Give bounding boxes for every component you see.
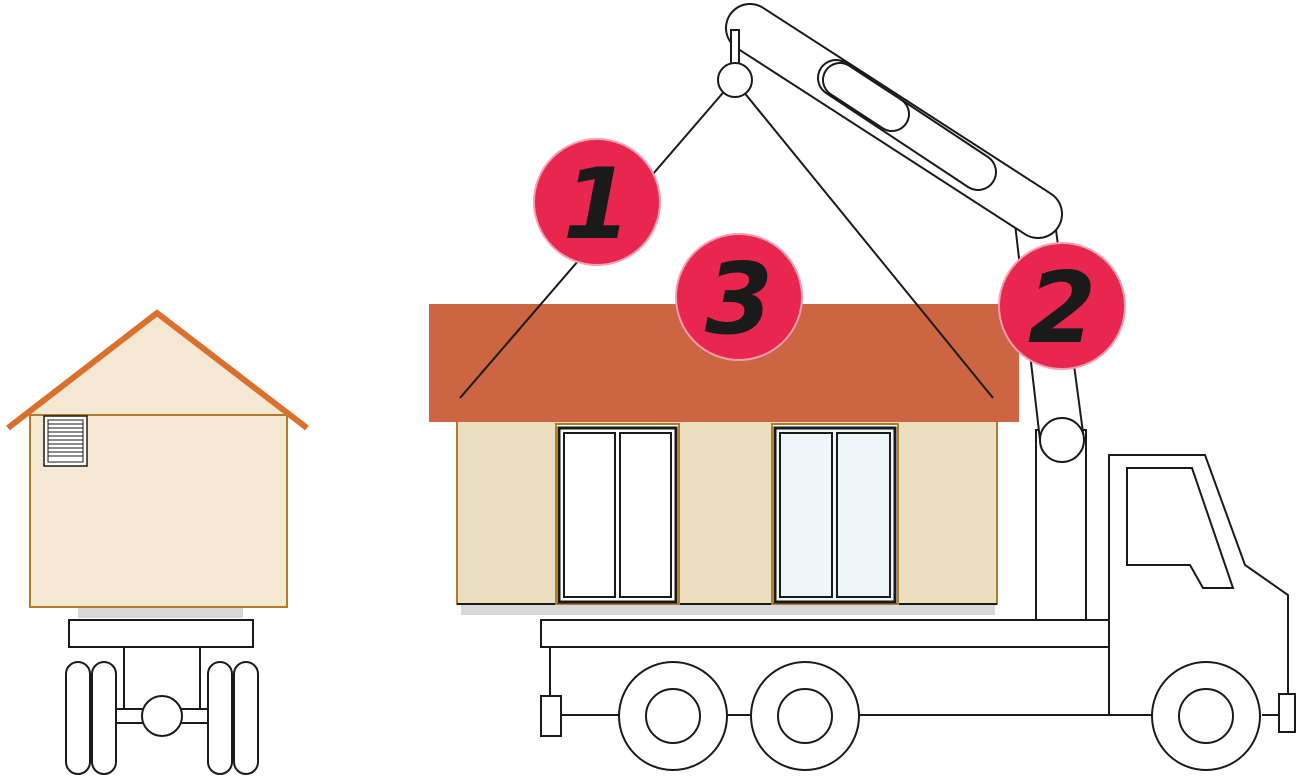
module-wall — [456, 419, 998, 605]
sliding-door-right — [771, 423, 899, 605]
tire — [207, 661, 233, 775]
truck-deck — [540, 619, 1110, 648]
modular-house — [429, 304, 1019, 615]
sliding-door-left — [555, 423, 680, 605]
badge-3-label: 3 — [705, 243, 773, 357]
trailer-hub — [141, 695, 183, 737]
badge-2: 2 — [998, 242, 1126, 370]
vent-icon — [43, 415, 88, 467]
small-house-on-trailer-icon — [6, 309, 309, 775]
trailer-bed — [68, 619, 254, 648]
crane-hook-icon — [717, 62, 753, 98]
crane-truck-icon — [540, 3, 1296, 771]
tire — [91, 661, 117, 775]
truck-chassis — [549, 647, 1155, 716]
small-house-roof-edge — [6, 309, 309, 431]
small-house-shadow — [78, 606, 243, 618]
wheel — [750, 661, 860, 771]
wheel — [618, 661, 728, 771]
tire — [233, 661, 259, 775]
badge-3: 3 — [675, 233, 803, 361]
trailer-struts — [123, 647, 201, 716]
cab-window — [1126, 467, 1235, 589]
badge-2-label: 2 — [1028, 252, 1096, 366]
module-shadow — [461, 603, 995, 615]
small-house-gable — [30, 315, 287, 415]
badge-1-label: 1 — [563, 148, 631, 262]
wheel — [1151, 661, 1261, 771]
badge-1: 1 — [533, 138, 661, 266]
front-bumper — [1278, 693, 1296, 733]
tire — [65, 661, 91, 775]
